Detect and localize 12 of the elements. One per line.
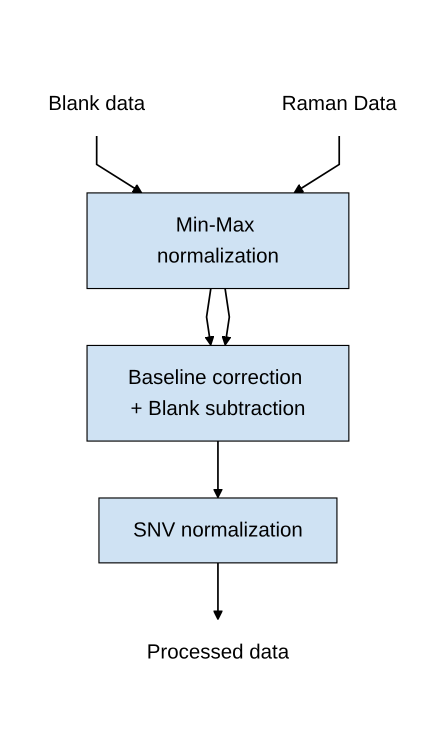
node-text: Raman Data [282,91,397,114]
node-text: Processed data [146,640,290,663]
node-box: Baseline correction + Blank subtraction [86,344,350,442]
arrow [204,288,214,346]
arrow [212,440,223,498]
arrow [221,288,232,346]
node-box: SNV normalization [98,497,338,564]
arrow [96,136,142,193]
node-text: Blank data [48,91,146,114]
arrow [294,136,340,193]
node-box: Min-Max normalization [86,192,350,289]
arrow [212,562,223,620]
